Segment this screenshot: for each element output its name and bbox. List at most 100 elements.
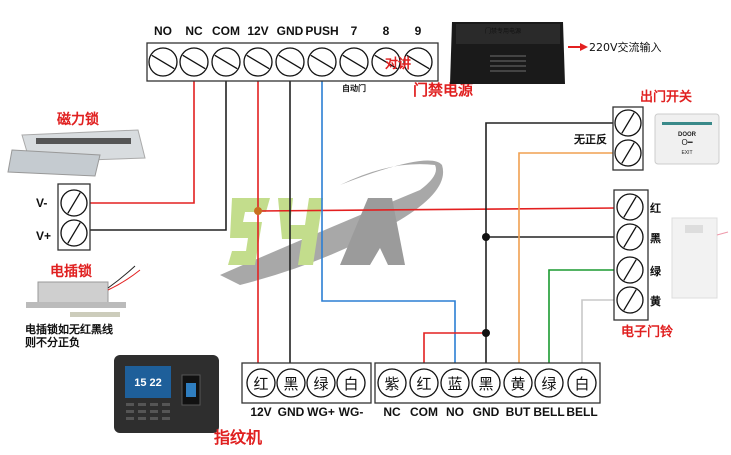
terminal-color-label: 白 [343, 375, 358, 393]
fp-right-terminal-5: 绿 BELL [533, 368, 565, 419]
doorbell-terminal-3 [616, 286, 644, 314]
power-terminal-label: COM [212, 24, 240, 38]
power-supply-device-label: 门禁专用电源 [485, 27, 521, 35]
power-terminal-label: NC [185, 24, 203, 38]
mag-lock-title: 磁力锁 [57, 111, 99, 128]
power-supply-image: 门禁专用电源 [450, 22, 565, 84]
terminal-function-label: GND [278, 405, 305, 419]
fingerprint-screen-time: 15 22 [134, 377, 162, 389]
fingerprint-right-terminal-block: 紫 NC 红 COM 蓝 NO 黑 GND 黄 BUT 绿 BELL 白 BELL [374, 362, 601, 419]
fp-right-terminal-6: 白 BELL [566, 368, 598, 419]
fp-right-terminal-1: 红 COM [409, 368, 439, 419]
electric-bolt-note-2: 则不分正负 [25, 335, 80, 349]
fingerprint-left-terminal-block: 红 12V 黑 GND 绿 WG+ 白 WG- [241, 362, 372, 419]
wire-12v-to-bell-red [257, 207, 618, 212]
doorbell-wire-color-label: 黑 [650, 232, 661, 245]
terminal-function-label: BUT [506, 405, 531, 419]
ac-input-label: 220V交流输入 [589, 40, 662, 54]
fingerprint-reader-title: 指纹机 [214, 428, 262, 447]
terminal-color-label: 绿 [541, 375, 556, 393]
doorbell-terminal-1 [616, 223, 644, 251]
doorbell-wire-color-label: 绿 [650, 264, 662, 278]
v-minus-terminal [60, 189, 88, 217]
power-terminal-4 [275, 47, 305, 77]
wire-push [321, 75, 456, 372]
wire-nc-to-v-minus [88, 75, 195, 204]
exit-button-text-exit: EXIT [681, 150, 692, 156]
fp-left-terminal-1: 黑 GND [276, 368, 306, 419]
fp-right-terminal-0: 紫 NC [377, 368, 407, 419]
electric-bolt-image [26, 265, 141, 317]
terminal-function-label: COM [410, 405, 438, 419]
doorbell-wire-color-label: 黄 [650, 294, 661, 308]
ac-input-arrow [568, 43, 588, 51]
exit-switch-title: 出门开关 [640, 89, 692, 105]
sha-logo-watermark [220, 160, 444, 285]
power-terminal-8 [403, 47, 433, 77]
exit-switch-terminal-2 [614, 139, 642, 167]
power-terminal-label: 9 [415, 24, 422, 38]
power-terminal-label: NO [154, 24, 172, 38]
exit-button-image[interactable]: DOOR O━ EXIT [654, 113, 720, 165]
terminal-color-label: 红 [416, 375, 431, 393]
wires [88, 75, 618, 372]
power-terminal-0 [148, 47, 178, 77]
wire-com-red [423, 332, 486, 372]
junction-12v [254, 207, 262, 215]
fp-right-terminal-3: 黑 GND [471, 368, 501, 419]
terminal-color-label: 黄 [510, 375, 525, 393]
power-terminal-5 [307, 47, 337, 77]
auto-door-note: 自动门 [342, 83, 366, 93]
power-terminal-1 [179, 47, 209, 77]
power-terminal-6 [339, 47, 369, 77]
terminal-color-label: 紫 [384, 375, 399, 393]
mag-lock-image [7, 129, 146, 177]
wire-bell-white [581, 299, 617, 372]
terminal-function-label: WG+ [307, 405, 335, 419]
terminal-function-label: BELL [533, 405, 564, 419]
power-terminal-2 [211, 47, 241, 77]
doorbell-terminal-0 [616, 193, 644, 221]
fp-left-terminal-3: 白 WG- [336, 368, 366, 419]
doorbell-wire-color-label: 红 [650, 201, 661, 215]
terminal-color-label: 白 [574, 375, 589, 393]
terminal-color-label: 红 [253, 375, 268, 393]
v-plus-label: V+ [36, 229, 51, 243]
doorbell-terminal-block [613, 189, 649, 321]
terminal-color-label: 黑 [283, 375, 298, 393]
terminal-function-label: WG- [339, 405, 364, 419]
electric-bolt-note-1: 电插锁如无红黑线 [25, 322, 113, 336]
wire-bell-green [548, 269, 617, 372]
doorbell-terminal-2 [616, 256, 644, 284]
fp-left-terminal-0: 红 12V [246, 368, 276, 419]
mag-lock-terminal-block [57, 183, 91, 251]
terminal-color-label: 绿 [313, 375, 328, 393]
wire-but [518, 152, 615, 372]
power-terminal-label: GND [277, 24, 304, 38]
terminal-function-label: BELL [566, 405, 597, 419]
terminal-color-label: 蓝 [447, 375, 462, 393]
exit-button-text-door: DOOR [678, 132, 697, 138]
intercom-note: 对讲 [385, 56, 411, 72]
fingerprint-reader-image: 15 22 [114, 355, 219, 433]
power-terminal-7 [371, 47, 401, 77]
doorbell-image [671, 217, 729, 299]
terminal-function-label: GND [473, 405, 500, 419]
fp-right-terminal-4: 黄 BUT [503, 368, 533, 419]
v-plus-terminal [60, 219, 88, 247]
fp-right-terminal-2: 蓝 NO [440, 368, 470, 419]
exit-switch-polarity-note: 无正反 [573, 132, 607, 146]
doorbell-title: 电子门铃 [621, 324, 673, 340]
terminal-color-label: 黑 [478, 375, 493, 393]
terminal-function-label: NO [446, 405, 464, 419]
terminal-function-label: NC [383, 405, 401, 419]
v-minus-label: V- [36, 196, 47, 210]
fp-left-terminal-2: 绿 WG+ [306, 368, 336, 419]
key-icon: O━ [681, 138, 692, 147]
wire-gnd-common [485, 122, 615, 372]
power-supply-title: 门禁电源 [413, 81, 473, 99]
terminal-function-label: 12V [250, 405, 271, 419]
